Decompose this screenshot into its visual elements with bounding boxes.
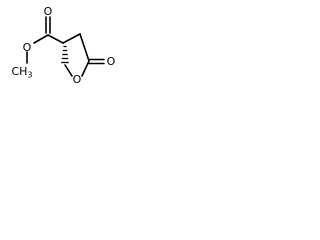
methyl-label: CH3: [11, 65, 32, 80]
molecule-structure: O O CH3 O O: [11, 5, 116, 86]
ring-c3-c2-bond: [62, 33, 81, 44]
ring-c2-c1-bond: [79, 33, 90, 62]
methyl-ch-text: CH: [11, 65, 27, 78]
methyl-subscript: 3: [27, 71, 32, 80]
ketone-oxygen-label: O: [107, 55, 116, 68]
ring-c4-o-bond: [64, 64, 73, 77]
ester-c-o-bond: [33, 34, 49, 44]
stereo-hash-wedge: [61, 45, 69, 64]
ring-o-c1-bond: [81, 60, 90, 77]
ester-oxygen-label: O: [23, 41, 32, 54]
carbonyl-c3-bond: [47, 34, 64, 44]
carbonyl-oxygen-label: O: [44, 5, 53, 18]
ring-oxygen-label: O: [73, 73, 82, 86]
